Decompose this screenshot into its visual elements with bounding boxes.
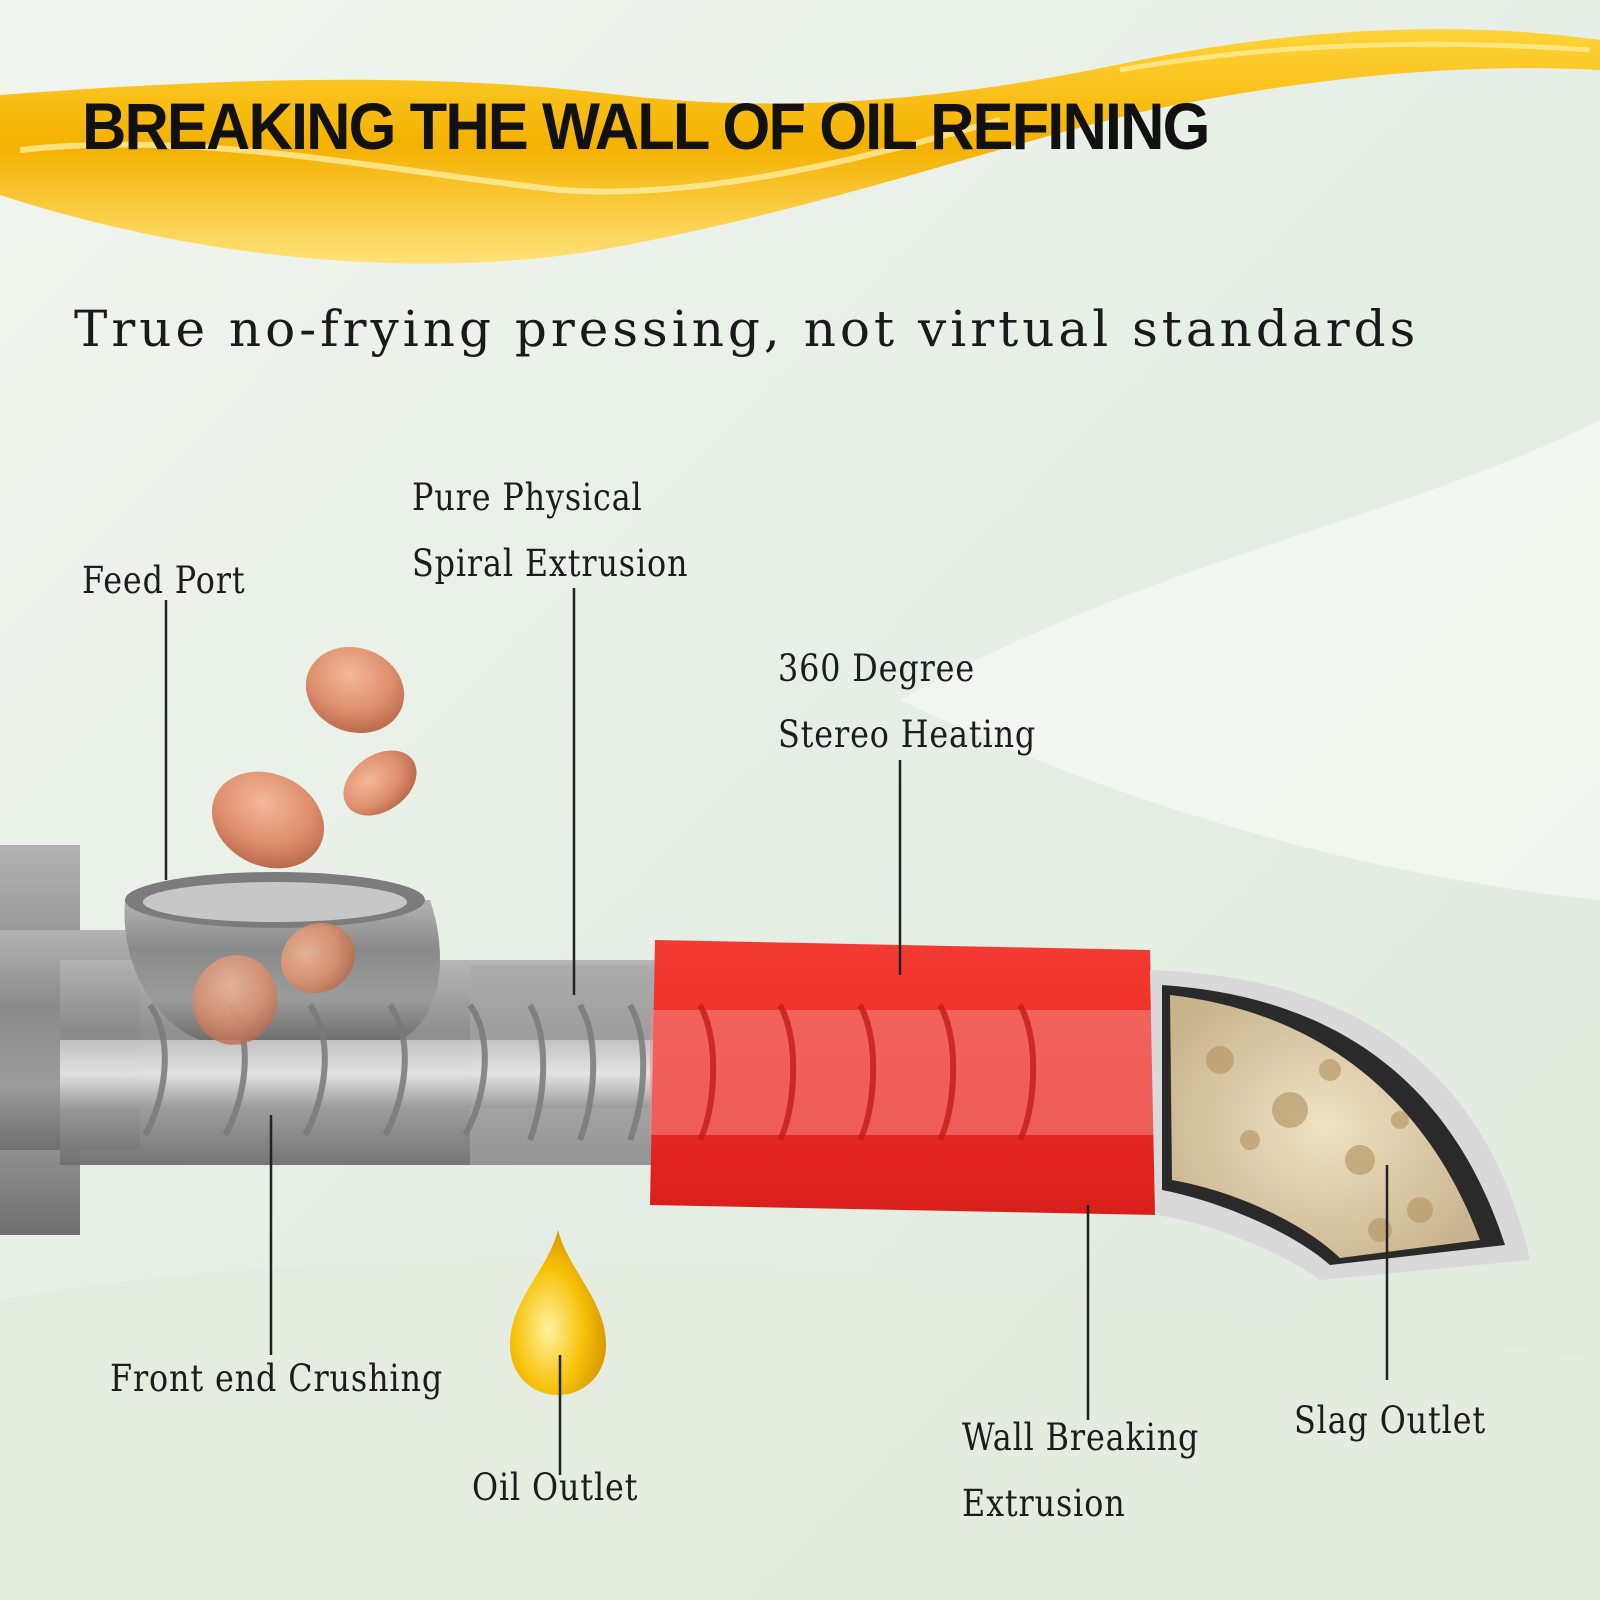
page-subtitle: True no-frying pressing, not virtual sta… xyxy=(74,300,1420,358)
peanut-icon xyxy=(305,646,405,734)
peanut-icon xyxy=(211,771,325,869)
label-wall-breaking: Wall Breaking Extrusion xyxy=(962,1416,1200,1525)
oil-wave-highlight xyxy=(1119,41,1591,73)
peanut-icon xyxy=(192,955,278,1045)
callout-leader-lines xyxy=(164,588,1389,1475)
oil-wave-banner xyxy=(0,29,1600,264)
oil-drop-icon xyxy=(510,1230,606,1395)
label-front-crushing: Front end Crushing xyxy=(110,1357,444,1400)
peanut-icon xyxy=(343,750,417,816)
peanut-icon xyxy=(280,922,356,994)
label-feed-port: Feed Port xyxy=(82,559,246,602)
background-brush-stroke xyxy=(0,1261,1600,1600)
label-stereo-heating: 360 Degree Stereo Heating xyxy=(778,647,1037,756)
heater-section xyxy=(650,940,1160,1215)
label-slag-outlet: Slag Outlet xyxy=(1294,1399,1487,1442)
oil-wave-highlight xyxy=(19,117,1001,195)
label-oil-outlet: Oil Outlet xyxy=(472,1466,639,1509)
page-title: BREAKING THE WALL OF OIL REFINING xyxy=(82,89,1210,163)
background-brush-stroke xyxy=(900,420,1600,900)
slag-outlet-pipe xyxy=(1150,970,1530,1280)
label-spiral-extrusion: Pure Physical Spiral Extrusion xyxy=(412,476,689,585)
